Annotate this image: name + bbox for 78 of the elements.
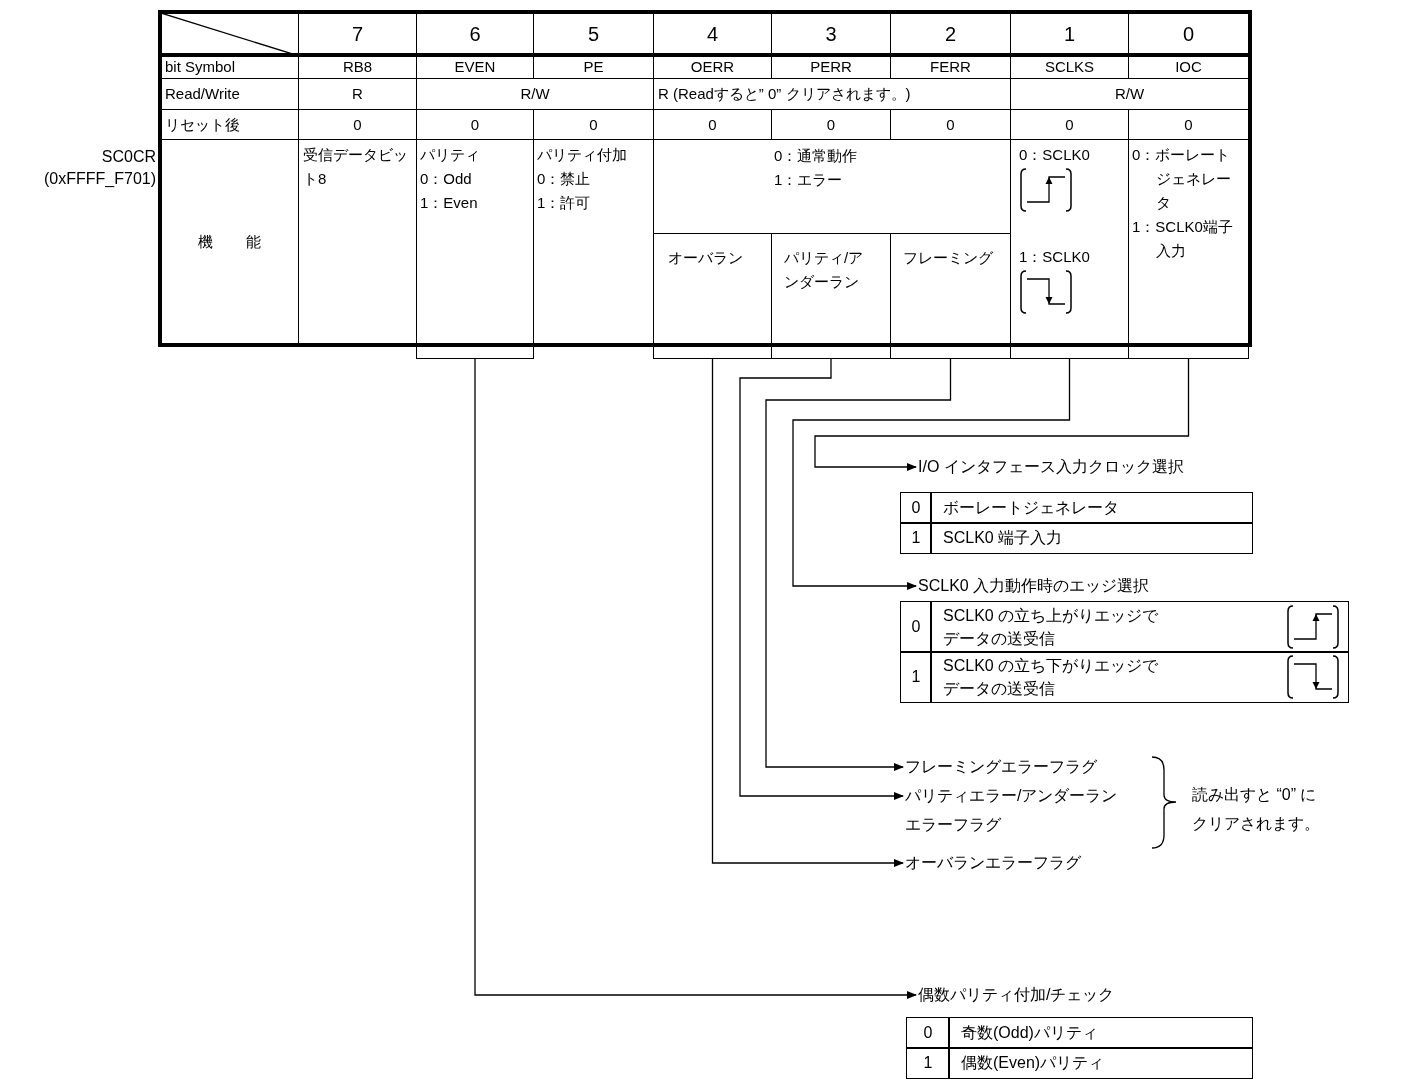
cell-text: 1 (911, 528, 921, 548)
cell-text: 3 (825, 22, 837, 46)
cell-text: パリティ/アンダーラン (784, 248, 865, 292)
cell-text: 奇数(Odd)パリティ (961, 1023, 1098, 1043)
cell-text: 1：SCLK0端子入力 (1132, 217, 1234, 261)
cell-text: 0 (826, 114, 836, 135)
cell-text: 0：通常動作 (774, 146, 858, 166)
cell-text: 0 (911, 498, 921, 518)
bit-bracket (1128, 347, 1249, 359)
cell-text: 0 (1182, 22, 1195, 46)
cell-text: パリティ (420, 145, 480, 165)
leader-arrow (474, 358, 917, 999)
cell-text: IOC (1175, 57, 1202, 77)
leader-arrow (711, 358, 904, 867)
cell-text: 6 (469, 22, 481, 46)
cell-text: リセット後 (165, 114, 240, 135)
cell-text: 1：エラー (774, 170, 843, 190)
description-text: フレーミングエラーフラグ (905, 752, 1097, 781)
cell-text: SCLK0 端子入力 (943, 528, 1063, 548)
cell-text: フレーミング (903, 248, 993, 268)
description-text: オーバランエラーフラグ (905, 848, 1081, 877)
cell-text: 0 (1065, 114, 1074, 135)
leader-arrow (792, 358, 1071, 590)
register-name: SC0CR (100, 147, 156, 167)
note-text: 読み出すと “0” にクリアされます。 (1192, 785, 1320, 834)
cell-text: パリティ付加 (537, 145, 627, 165)
cell-text: 1：許可 (537, 193, 591, 213)
cell-text: R (Readすると” 0” クリアされます。) (658, 84, 911, 104)
cell-text: PE (583, 57, 604, 77)
cell-text: FERR (930, 57, 971, 77)
description-text: 偶数パリティ付加/チェック (918, 980, 1115, 1009)
cell-text: 0 (353, 114, 362, 135)
cell-text: 1 (923, 1053, 933, 1073)
register-address: (0xFFFF_F701) (43, 169, 156, 189)
cell-text: 機能 (198, 231, 294, 252)
leader-arrow (814, 358, 1190, 471)
description-text: I/O インタフェース入力クロック選択 (918, 452, 1184, 481)
cell-text: 1：Even (420, 193, 478, 213)
cell-text: 0 (708, 114, 717, 135)
cell-text: SCLK0 の立ち下がりエッジでデータの送受信 (943, 656, 1160, 699)
cell-text: 0 (911, 617, 921, 637)
cell-text: 2 (944, 22, 957, 46)
cell-text: R/W (1114, 84, 1145, 104)
cell-text: EVEN (454, 57, 496, 77)
cell-text: OERR (690, 57, 735, 77)
cell-text: Read/Write (165, 84, 240, 104)
cell-text: RB8 (342, 57, 373, 77)
cell-text: オーバラン (668, 248, 743, 268)
cell-text: bit Symbol (165, 57, 236, 77)
cell-text: 0：ボーレートジェネレータ (1132, 145, 1232, 213)
description-text: SCLK0 入力動作時のエッジ選択 (918, 571, 1150, 600)
cell-text: PERR (810, 57, 852, 77)
leader-arrow (739, 358, 904, 800)
cell-text: R/W (520, 84, 550, 104)
description-text: パリティエラー/アンダーランエラーフラグ (905, 781, 1127, 839)
cell-text: 7 (351, 22, 364, 46)
cell-text: 1 (1063, 22, 1076, 46)
cell-text: 0 (923, 1023, 933, 1043)
cell-text: 0 (470, 114, 480, 135)
cell-text: 5 (587, 22, 600, 46)
cell-text: 0：SCLK0 (1019, 145, 1090, 165)
bit-bracket (416, 347, 534, 359)
cell-text: 1 (911, 667, 921, 687)
bit-bracket (653, 347, 772, 359)
cell-text: 0：Odd (420, 169, 472, 189)
cell-text: R (352, 84, 363, 104)
cell-text: 1：SCLK0 (1019, 247, 1090, 267)
cell-text: 0 (1184, 114, 1193, 135)
cell-text: 0 (946, 114, 955, 135)
cell-text: 偶数(Even)パリティ (961, 1053, 1105, 1073)
leader-arrow (765, 358, 952, 771)
cell-text: ボーレートジェネレータ (943, 498, 1119, 518)
cell-text: 4 (706, 22, 719, 46)
cell-text: 0：禁止 (537, 169, 591, 189)
cell-text: 受信データビット8 (303, 145, 409, 189)
cell-text: SCLK0 の立ち上がりエッジでデータの送受信 (943, 606, 1160, 649)
cell-text: SCLKS (1044, 57, 1095, 77)
cell-text: 0 (589, 114, 598, 135)
